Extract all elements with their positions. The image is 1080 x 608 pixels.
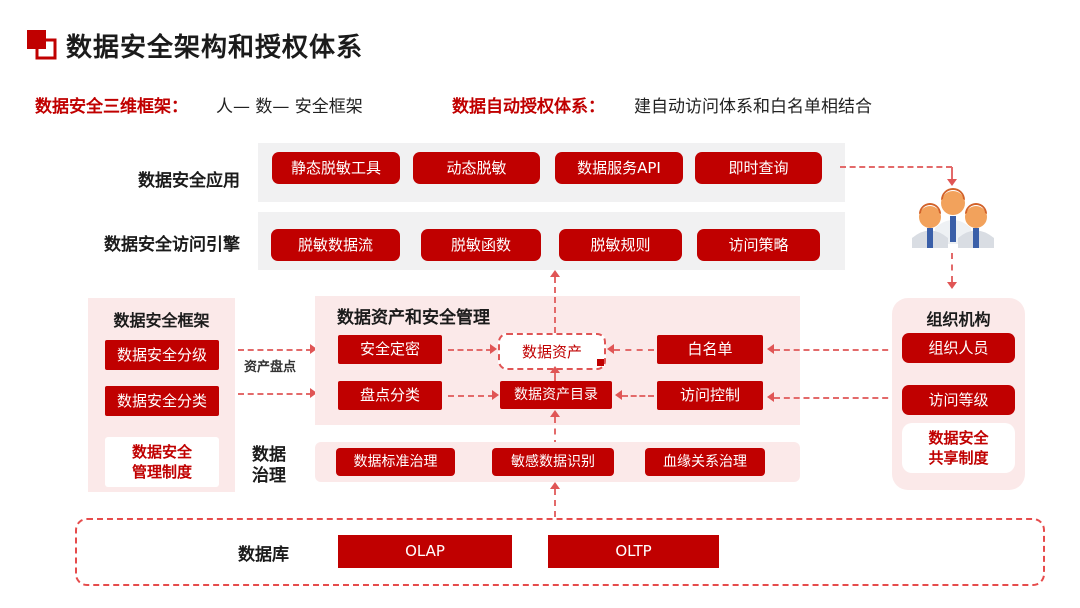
database-label: 数据库	[238, 545, 289, 565]
governance-label: 数据 治理	[243, 445, 295, 487]
node-access-control: 访问控制	[657, 381, 763, 410]
node-data-security-grading: 数据安全分级	[105, 340, 219, 370]
share-line2: 共享制度	[928, 449, 989, 467]
arrow-classification-to-inventory-line	[238, 393, 312, 395]
policy-line1: 数据安全	[131, 442, 192, 461]
share-line1: 数据安全	[928, 428, 989, 447]
arrow-whitelist-to-asset-head	[607, 344, 614, 354]
arrow-apps-to-users-hline	[840, 166, 952, 168]
arrow-control-to-catalog-head	[615, 390, 622, 400]
arrow-accesslevel-to-control-line	[774, 397, 898, 399]
node-static-masking-tool: 静态脱敏工具	[272, 152, 400, 184]
governance-label-line1: 数据	[252, 445, 286, 465]
intro-right-label: 数据自动授权体系：	[452, 97, 605, 117]
arrow-classification-to-inventory-head	[310, 388, 317, 398]
node-data-security-classification: 数据安全分类	[105, 386, 219, 416]
users-group-icon	[912, 188, 994, 248]
node-dynamic-masking: 动态脱敏	[413, 152, 540, 184]
node-oltp: OLTP	[548, 535, 719, 568]
node-masking-rule: 脱敏规则	[559, 229, 682, 261]
governance-label-line2: 治理	[252, 466, 286, 486]
arrow-orgpeople-to-whitelist-head	[767, 344, 774, 354]
arrow-asset-to-engine-line	[554, 277, 556, 333]
arrow-apps-to-users-head	[947, 179, 957, 186]
node-data-asset-catalog: 数据资产目录	[500, 381, 612, 409]
org-box-title: 组织机构	[926, 310, 991, 329]
arrow-classify-to-asset-line	[448, 349, 492, 351]
arrow-orgpeople-to-whitelist-line	[774, 349, 898, 351]
engine-row-label: 数据安全访问引擎	[104, 235, 240, 255]
intro-left-text: 人— 数— 安全框架	[216, 97, 363, 117]
node-data-asset: 数据资产	[498, 333, 606, 370]
arrow-apps-to-users-vline	[951, 167, 953, 179]
intro-right-text: 建自动访问体系和白名单相结合	[634, 97, 872, 117]
arrow-users-to-org-head	[947, 282, 957, 289]
node-sensitive-data-identification: 敏感数据识别	[492, 448, 614, 476]
arrow-whitelist-to-asset-line	[614, 349, 654, 351]
policy-line2: 管理制度	[131, 463, 192, 481]
framework-box-title: 数据安全框架	[113, 311, 210, 330]
page-title: 数据安全架构和授权体系	[66, 33, 364, 63]
node-data-sharing-policy: 数据安全 共享制度	[902, 423, 1015, 473]
data-asset-corner-mark	[597, 359, 604, 366]
arrow-db-to-sensitive-line	[554, 489, 556, 517]
node-security-classify: 安全定密	[338, 335, 442, 364]
node-data-standard-governance: 数据标准治理	[336, 448, 455, 476]
node-masking-function: 脱敏函数	[421, 229, 541, 261]
node-lineage-governance: 血缘关系治理	[645, 448, 765, 476]
title-squares-icon	[27, 30, 57, 60]
arrow-accesslevel-to-control-head	[767, 392, 774, 402]
node-inventory-classify: 盘点分类	[338, 381, 442, 410]
node-org-personnel: 组织人员	[902, 333, 1015, 363]
intro-left-label: 数据安全三维框架：	[35, 97, 188, 117]
arrow-db-to-sensitive-head	[550, 482, 560, 489]
arrow-inventory-to-catalog-head	[492, 390, 499, 400]
arrow-catalog-to-asset-line	[554, 373, 556, 381]
arrow-grading-to-classify-head	[310, 344, 317, 354]
node-data-security-management-policy: 数据安全 管理制度	[105, 437, 219, 487]
arrow-inventory-to-catalog-line	[448, 395, 494, 397]
asset-inventory-label: 资产盘点	[244, 360, 297, 375]
node-access-level: 访问等级	[902, 385, 1015, 415]
arrow-control-to-catalog-line	[622, 395, 654, 397]
arrow-grading-to-classify-line	[238, 349, 312, 351]
arrow-sensitive-to-catalog-line	[554, 417, 556, 446]
arrow-catalog-to-asset-head	[550, 366, 560, 373]
arrow-classify-to-asset-head	[490, 344, 497, 354]
node-olap: OLAP	[338, 535, 512, 568]
node-masking-dataflow: 脱敏数据流	[271, 229, 400, 261]
arrow-sensitive-to-catalog-head	[550, 410, 560, 417]
node-whitelist: 白名单	[657, 335, 763, 364]
arrow-users-to-org-vline	[951, 253, 953, 282]
node-instant-query: 即时查询	[695, 152, 822, 184]
asset-mgmt-box-title: 数据资产和安全管理	[337, 308, 490, 328]
app-row-label: 数据安全应用	[138, 171, 240, 191]
node-access-policy: 访问策略	[697, 229, 820, 261]
node-data-service-api: 数据服务API	[555, 152, 683, 184]
arrow-asset-to-engine-head	[550, 270, 560, 277]
